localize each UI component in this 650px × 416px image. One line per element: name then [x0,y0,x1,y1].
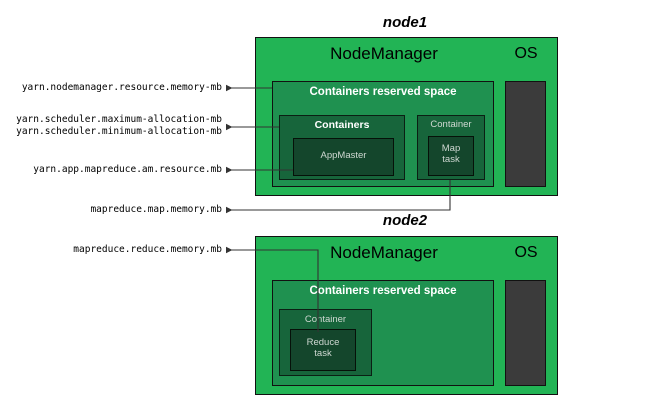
label-mapreduce-reduce-memory-mb: mapreduce.reduce.memory.mb [73,244,222,255]
label-yarn-app-mapreduce-am-resource-mb: yarn.app.mapreduce.am.resource.mb [33,164,222,175]
node2-os-title: OS [514,244,538,261]
label-yarn-scheduler-minimum-allocation-mb: yarn.scheduler.minimum-allocation-mb [16,126,222,137]
node1-containers-group-label: Containers [314,119,370,131]
node1-map-task-label-line1: Map [441,143,461,154]
node1-map-task-box [428,136,474,176]
node2-caption: node2 [382,212,428,229]
node1-reserved-space-label: Containers reserved space [309,86,457,98]
node1-appmaster-label: AppMaster [320,150,367,161]
connector-map-memory [226,180,451,214]
node1-os-title: OS [514,45,538,62]
node2-container-label: Container [304,314,347,325]
node1-os-box [505,81,546,187]
node1-caption: node1 [382,14,428,31]
node1-nodemanager-title: NodeManager [330,44,438,63]
label-yarn-scheduler-maximum-allocation-mb: yarn.scheduler.maximum-allocation-mb [16,114,222,125]
node2-reduce-task-label-line1: Reduce [306,337,340,348]
node2-reduce-task-label-line2: task [314,348,332,359]
node1-appmaster-box [293,138,394,176]
label-yarn-nodemanager-resource-memory-mb: yarn.nodemanager.resource.memory-mb [21,82,222,93]
label-mapreduce-map-memory-mb: mapreduce.map.memory.mb [90,204,222,215]
connector-reduce-memory [226,246,319,332]
node1-container-label: Container [430,119,472,130]
node2-reserved-space-label: Containers reserved space [309,285,457,297]
node1-map-task-label-line2: task [442,154,460,165]
node2-nodemanager-title: NodeManager [330,243,438,262]
node2-reduce-task-box [290,329,356,371]
node2-os-box [505,280,546,386]
